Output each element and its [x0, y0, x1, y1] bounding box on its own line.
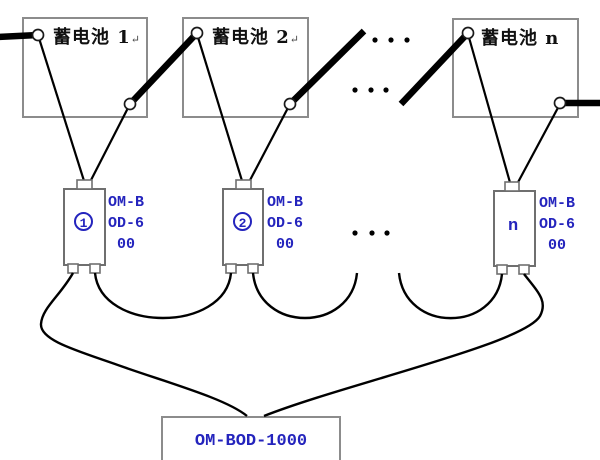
ellipsis-dot	[388, 37, 394, 43]
monitor-1-number: 1	[74, 212, 93, 231]
comm-cable-m1-controller	[39, 272, 248, 417]
battery-2-label: 蓄电池 2↵	[212, 27, 301, 48]
ellipsis-dot	[352, 87, 358, 93]
paragraph-mark: ↵	[130, 33, 142, 46]
ellipsis-dot	[352, 230, 358, 236]
comm-cable-mn-controller	[263, 273, 545, 418]
monitor-2-number: 2	[233, 212, 252, 231]
controller-label: OM-BOD-1000	[194, 432, 308, 451]
battery-1-label: 蓄电池 1↵	[53, 27, 142, 48]
paragraph-mark: ↵	[289, 33, 301, 46]
ellipsis-dot	[384, 230, 390, 236]
ellipsis-dot	[369, 230, 375, 236]
monitor-2-model: OM-B OD-6 00	[267, 194, 304, 253]
monitor-n-model: OM-B OD-6 00	[539, 195, 576, 254]
ellipsis-dot	[372, 37, 378, 43]
battery-n-label: 蓄电池 n	[481, 28, 560, 49]
ellipsis-dot	[404, 37, 410, 43]
ellipsis-dot	[383, 87, 389, 93]
comm-cable-in-mn	[397, 272, 504, 320]
controller-box: OM-BOD-1000	[161, 416, 341, 460]
comm-cable-m2-out	[251, 272, 359, 319]
monitor-1-model: OM-B OD-6 00	[108, 194, 145, 253]
ellipsis-dot	[368, 87, 374, 93]
comm-cable-m1-m2	[93, 272, 233, 320]
monitor-n-number: n	[508, 217, 519, 236]
